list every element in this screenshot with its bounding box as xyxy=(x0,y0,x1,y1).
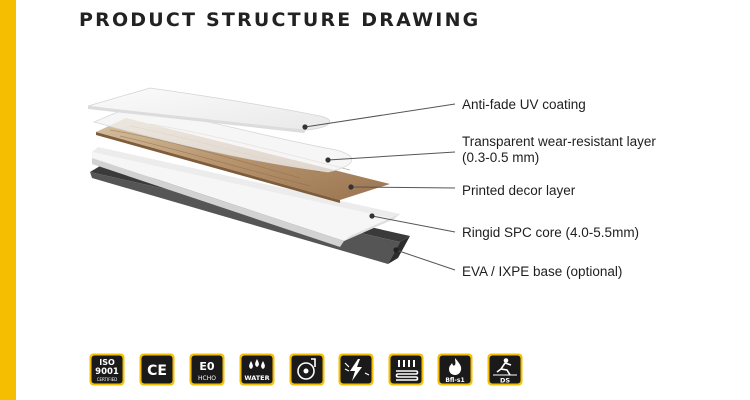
water-resistant-icon: WATER xyxy=(239,353,275,386)
e0-hcho-icon: E0 HCHO xyxy=(189,353,225,386)
wear-resistant-icon xyxy=(289,353,325,386)
layer-label-uv-coating: Anti-fade UV coating xyxy=(462,97,586,112)
leader-line-5 xyxy=(393,247,456,271)
spc-core-layer xyxy=(92,147,400,247)
leader-line-2 xyxy=(325,151,456,163)
layer-label-spc-core: Ringid SPC core (4.0-5.5mm) xyxy=(462,225,640,240)
anti-static-icon xyxy=(338,353,374,386)
e0-badge-line1: E0 xyxy=(199,360,215,373)
layer-label-printed-decor: Printed decor layer xyxy=(462,183,576,198)
accent-bar xyxy=(0,0,16,400)
leader-line-3 xyxy=(348,184,456,190)
iso-9001-certified-icon: ISO 9001 CERTIFIED xyxy=(89,353,125,386)
page-title: PRODUCT STRUCTURE DRAWING xyxy=(79,9,481,31)
layer-label-eva-base: EVA / IXPE base (optional) xyxy=(462,264,623,279)
slip-badge-text: DS xyxy=(500,377,510,385)
fire-badge-text: Bfl-s1 xyxy=(445,377,464,384)
anti-slip-icon: DS xyxy=(487,353,523,386)
water-badge-text: WATER xyxy=(244,374,269,382)
layer-label-wear-layer-detail: (0.3-0.5 mm) xyxy=(462,150,540,165)
fire-rating-icon: Bfl-s1 xyxy=(437,353,473,386)
iso-badge-line2: 9001 xyxy=(95,367,119,377)
floor-heating-icon xyxy=(388,353,424,386)
ce-badge-text: CE xyxy=(147,363,167,379)
iso-badge-line1: ISO xyxy=(99,358,115,367)
ce-mark-icon: CE xyxy=(139,353,175,386)
iso-badge-line3: CERTIFIED xyxy=(97,377,118,382)
leader-line-4 xyxy=(369,213,456,233)
e0-badge-line2: HCHO xyxy=(198,375,216,382)
layer-label-wear-layer: Transparent wear-resistant layer xyxy=(462,134,656,149)
leader-line-1 xyxy=(302,103,456,130)
